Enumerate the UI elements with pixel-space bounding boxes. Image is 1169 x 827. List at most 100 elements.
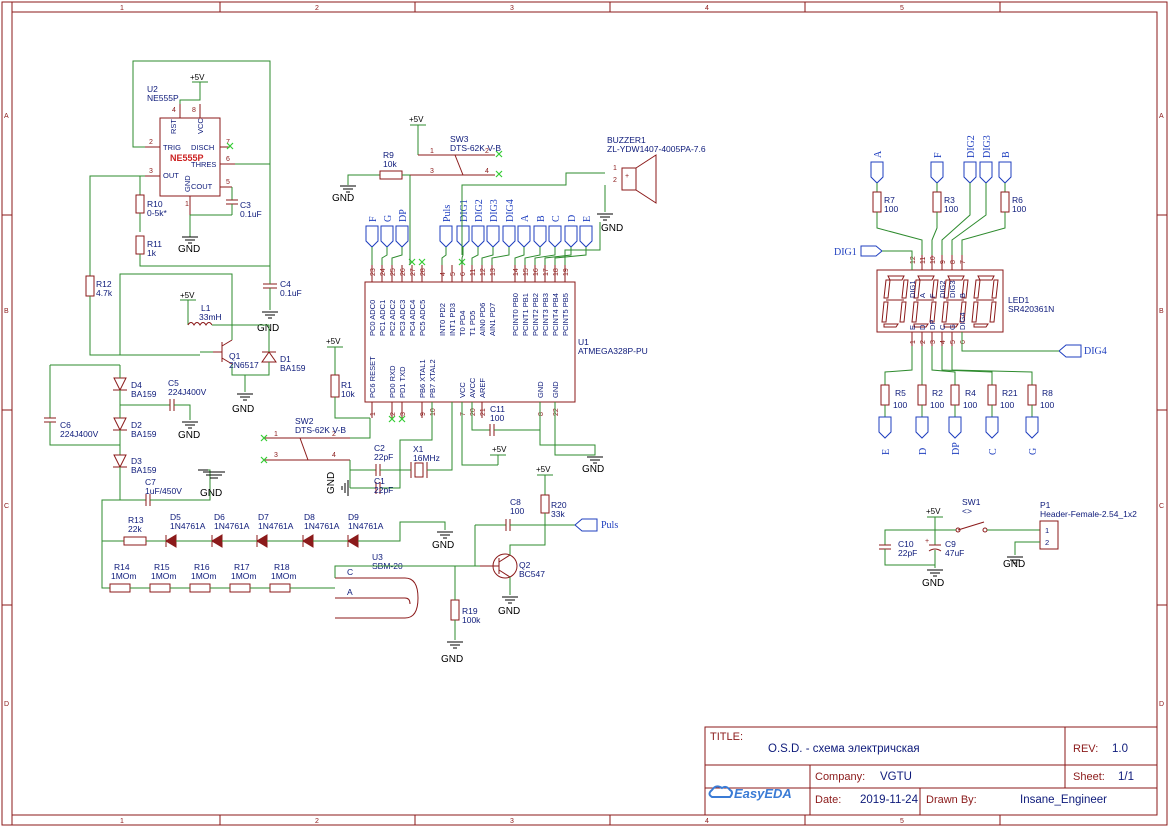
svg-text:BA159: BA159 <box>280 363 306 373</box>
u1-pin-label: PC2 ADC2 <box>388 300 397 336</box>
svg-text:22pF: 22pF <box>898 548 917 558</box>
u1-pin-number: 1 <box>370 412 377 416</box>
rev-label: REV: <box>1073 743 1098 755</box>
u1-pin-label: PCINT1 PB1 <box>521 293 530 336</box>
svg-text:B: B <box>958 293 967 298</box>
svg-text:1N4761A: 1N4761A <box>214 521 250 531</box>
u1-pin-number: 10 <box>430 408 437 416</box>
svg-text:COUT: COUT <box>191 182 213 191</box>
rev-value: 1.0 <box>1112 743 1128 755</box>
svg-text:GND: GND <box>432 540 454 551</box>
svg-text:1N4761A: 1N4761A <box>304 521 340 531</box>
net-flag-label: DIG3 <box>489 199 500 222</box>
svg-text:BUZZER1: BUZZER1 <box>607 135 646 145</box>
u1-pin-label: INT1 PD3 <box>448 303 457 336</box>
net-flag <box>1025 416 1039 439</box>
net-flag-label: D <box>567 215 578 222</box>
net-flag <box>380 225 394 248</box>
svg-text:R18: R18 <box>274 562 290 572</box>
svg-text:100: 100 <box>510 506 524 516</box>
svg-text:R13: R13 <box>128 515 144 525</box>
u1-pin-number: 13 <box>490 268 497 276</box>
svg-text:2: 2 <box>485 148 489 155</box>
drawn-by-value: Insane_Engineer <box>1020 794 1107 806</box>
net-flag-label: A <box>873 150 884 158</box>
gnd-symbol-d9: GND <box>432 531 454 551</box>
svg-text:3: 3 <box>149 168 153 175</box>
u1-pin-label: PCINT3 PB3 <box>541 293 550 336</box>
svg-text:D9: D9 <box>348 512 359 522</box>
svg-text:1MOm: 1MOm <box>111 571 137 581</box>
svg-text:12: 12 <box>910 256 917 264</box>
col-2-bottom: 2 <box>315 818 319 825</box>
net-flag-label: DIG1 <box>459 199 470 222</box>
u1-pin-number: 19 <box>563 268 570 276</box>
svg-text:Header-Female-2.54_1x2: Header-Female-2.54_1x2 <box>1040 509 1137 519</box>
col-1-bottom: 1 <box>120 818 124 825</box>
row-c-left: C <box>4 503 9 510</box>
power-switch-sw1[interactable]: SW1<> <box>935 497 1040 533</box>
svg-text:SR420361N: SR420361N <box>1008 304 1054 314</box>
svg-text:8: 8 <box>950 260 957 264</box>
svg-text:224J400V: 224J400V <box>60 429 99 439</box>
svg-text:DIG2: DIG2 <box>938 280 947 298</box>
svg-text:R15: R15 <box>154 562 170 572</box>
net-flag-label: DIG4 <box>505 199 516 222</box>
u1-pin-label: AVCC <box>468 377 477 398</box>
gnd-symbol-u2: GND <box>178 225 200 255</box>
svg-text:R19: R19 <box>462 606 478 616</box>
svg-text:E: E <box>908 325 917 330</box>
col-5-top: 5 <box>900 5 904 12</box>
u1-pin-label: AIN0 PD6 <box>478 303 487 336</box>
svg-text:D3: D3 <box>131 456 142 466</box>
svg-text:OUT: OUT <box>163 171 179 180</box>
capacitor-c4: C40.1uF GND <box>257 275 302 334</box>
svg-text:10k: 10k <box>383 159 397 169</box>
sheet-label: Sheet: <box>1073 771 1105 783</box>
svg-text:10k: 10k <box>341 389 355 399</box>
svg-text:D8: D8 <box>304 512 315 522</box>
svg-text:C5: C5 <box>168 378 179 388</box>
svg-text:100: 100 <box>893 400 907 410</box>
svg-text:2: 2 <box>149 139 153 146</box>
svg-text:1: 1 <box>1045 526 1049 535</box>
net-dig4: DIG4 <box>961 332 1107 358</box>
svg-text:BA159: BA159 <box>131 389 157 399</box>
sheet-value: 1/1 <box>1118 771 1134 783</box>
svg-text:G: G <box>948 324 957 330</box>
svg-text:C1: C1 <box>374 476 385 486</box>
svg-text:1MOm: 1MOm <box>151 571 177 581</box>
svg-text:4: 4 <box>485 168 489 175</box>
svg-text:C: C <box>938 324 947 330</box>
svg-text:33k: 33k <box>551 509 565 519</box>
svg-text:1: 1 <box>910 340 917 344</box>
svg-text:8: 8 <box>192 107 196 114</box>
svg-text:GND: GND <box>183 175 192 192</box>
net-flag <box>365 225 379 248</box>
svg-text:BA159: BA159 <box>131 465 157 475</box>
svg-text:R6: R6 <box>1012 195 1023 205</box>
net-flag <box>439 225 453 248</box>
svg-text:2: 2 <box>613 177 617 184</box>
title-value: O.S.D. - схема электричская <box>768 743 920 755</box>
svg-text:+5V: +5V <box>326 337 341 346</box>
svg-text:P1: P1 <box>1040 500 1051 510</box>
svg-text:1: 1 <box>274 431 278 438</box>
svg-text:+5V: +5V <box>180 291 195 300</box>
svg-text:ATMEGA328P-PU: ATMEGA328P-PU <box>578 346 648 356</box>
svg-text:DIG1: DIG1 <box>834 247 857 258</box>
svg-text:R8: R8 <box>1042 388 1053 398</box>
svg-text:LED1: LED1 <box>1008 295 1030 305</box>
u1-pin-label: INT0 PD2 <box>438 303 447 336</box>
svg-text:0.1uF: 0.1uF <box>280 288 302 298</box>
